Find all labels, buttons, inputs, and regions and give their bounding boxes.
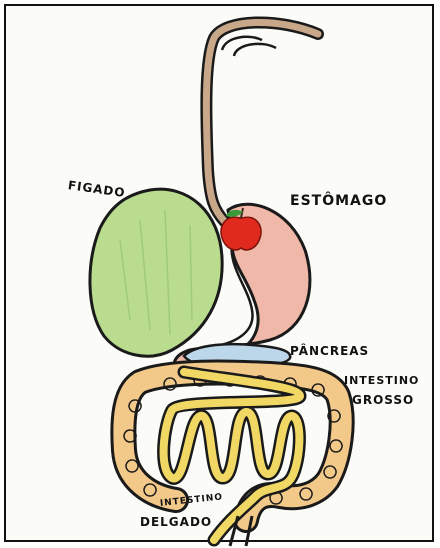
label-small-intestine-line2: DELGADO [140,515,212,529]
label-stomach: ESTÔMAGO [290,193,387,209]
label-pancreas: PÂNCREAS [290,344,369,358]
label-large-intestine-line2: GROSSO [352,393,414,407]
liver [90,189,222,356]
label-large-intestine-line1: INTESTINO [344,374,419,387]
